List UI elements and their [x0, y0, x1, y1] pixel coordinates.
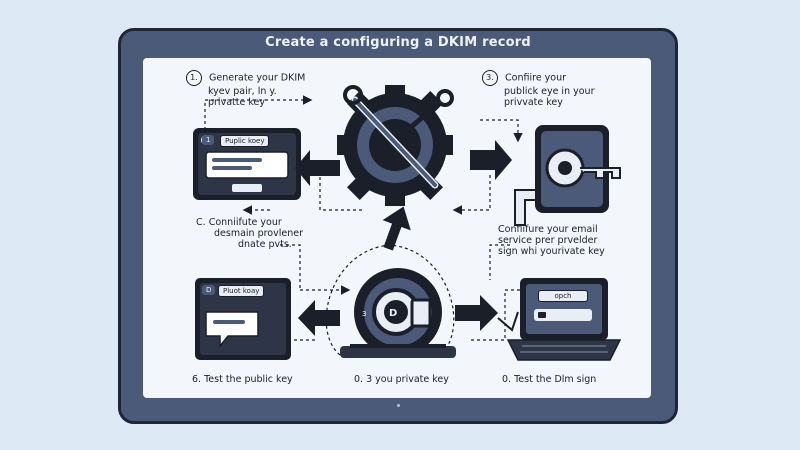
laptop-lock-icon: D 3 [340, 268, 456, 358]
step-test-dim-label: 0. Test the Dlm sign [502, 374, 596, 385]
step-test-public-line: Test the public key [204, 374, 293, 385]
step-1-line-1: Generate your DKIM [209, 72, 306, 84]
step-3-line-3: privvate key [504, 97, 563, 108]
bottom-left-panel [195, 278, 291, 360]
diagram-title: Create a configuring a DKIM record [265, 35, 531, 50]
step-test-public-number: 6. [192, 374, 202, 385]
opch-chip: opch [538, 290, 588, 302]
step-3-label: 3. Confiire your publick eye in your pri… [482, 70, 594, 108]
phone-key-icon [514, 125, 621, 226]
step-email-line-1: Confiifure your email [498, 224, 598, 235]
step-private-key-number: 0. [354, 374, 364, 385]
step-3-line-1: Confiire your [505, 72, 567, 84]
step-1-number: 1. [186, 70, 202, 86]
step-test-public-label: 6. Test the public key [192, 374, 293, 385]
step-private-key-line: 3 you private key [366, 374, 449, 385]
home-indicator [397, 404, 400, 407]
step-test-dim-line: Test the Dlm sign [514, 374, 597, 385]
step-c-label: C. Conniifute your desmain provlener dna… [196, 217, 303, 250]
step-test-dim-number: 0. [502, 374, 512, 385]
step-c-line-2: desmain provlener [214, 228, 303, 239]
step-email-line-2: service prer prvelder [498, 235, 598, 246]
flow-arrows [295, 140, 512, 336]
svg-text:3: 3 [362, 310, 366, 318]
top-left-badge: 1 [202, 135, 215, 145]
bottom-left-badge: D [202, 285, 216, 295]
step-email-label: Confiifure your email service prer prvel… [498, 224, 605, 257]
step-c-line-3: dnate pvts. [238, 239, 292, 250]
public-key-chip: Puplic koey [220, 135, 270, 147]
step-3-line-2: publick eye in your [504, 86, 595, 97]
pivot-key-chip: Pluot koay [218, 285, 265, 297]
step-1-line-3: privatte key [208, 97, 265, 108]
step-email-line-3: sign whi yourivate key [498, 246, 605, 257]
step-c-number: C. [196, 217, 206, 228]
step-1-label: 1. Generate your DKIM kyev pair, ln y. p… [186, 70, 305, 108]
step-3-number: 3. [482, 70, 498, 86]
step-c-line-1: Conniifute your [208, 217, 282, 228]
svg-text:D: D [389, 308, 397, 319]
gear-key-icon [337, 85, 454, 206]
step-private-key-label: 0. 3 you private key [354, 374, 449, 385]
step-1-line-2: kyev pair, ln y. [208, 86, 277, 97]
